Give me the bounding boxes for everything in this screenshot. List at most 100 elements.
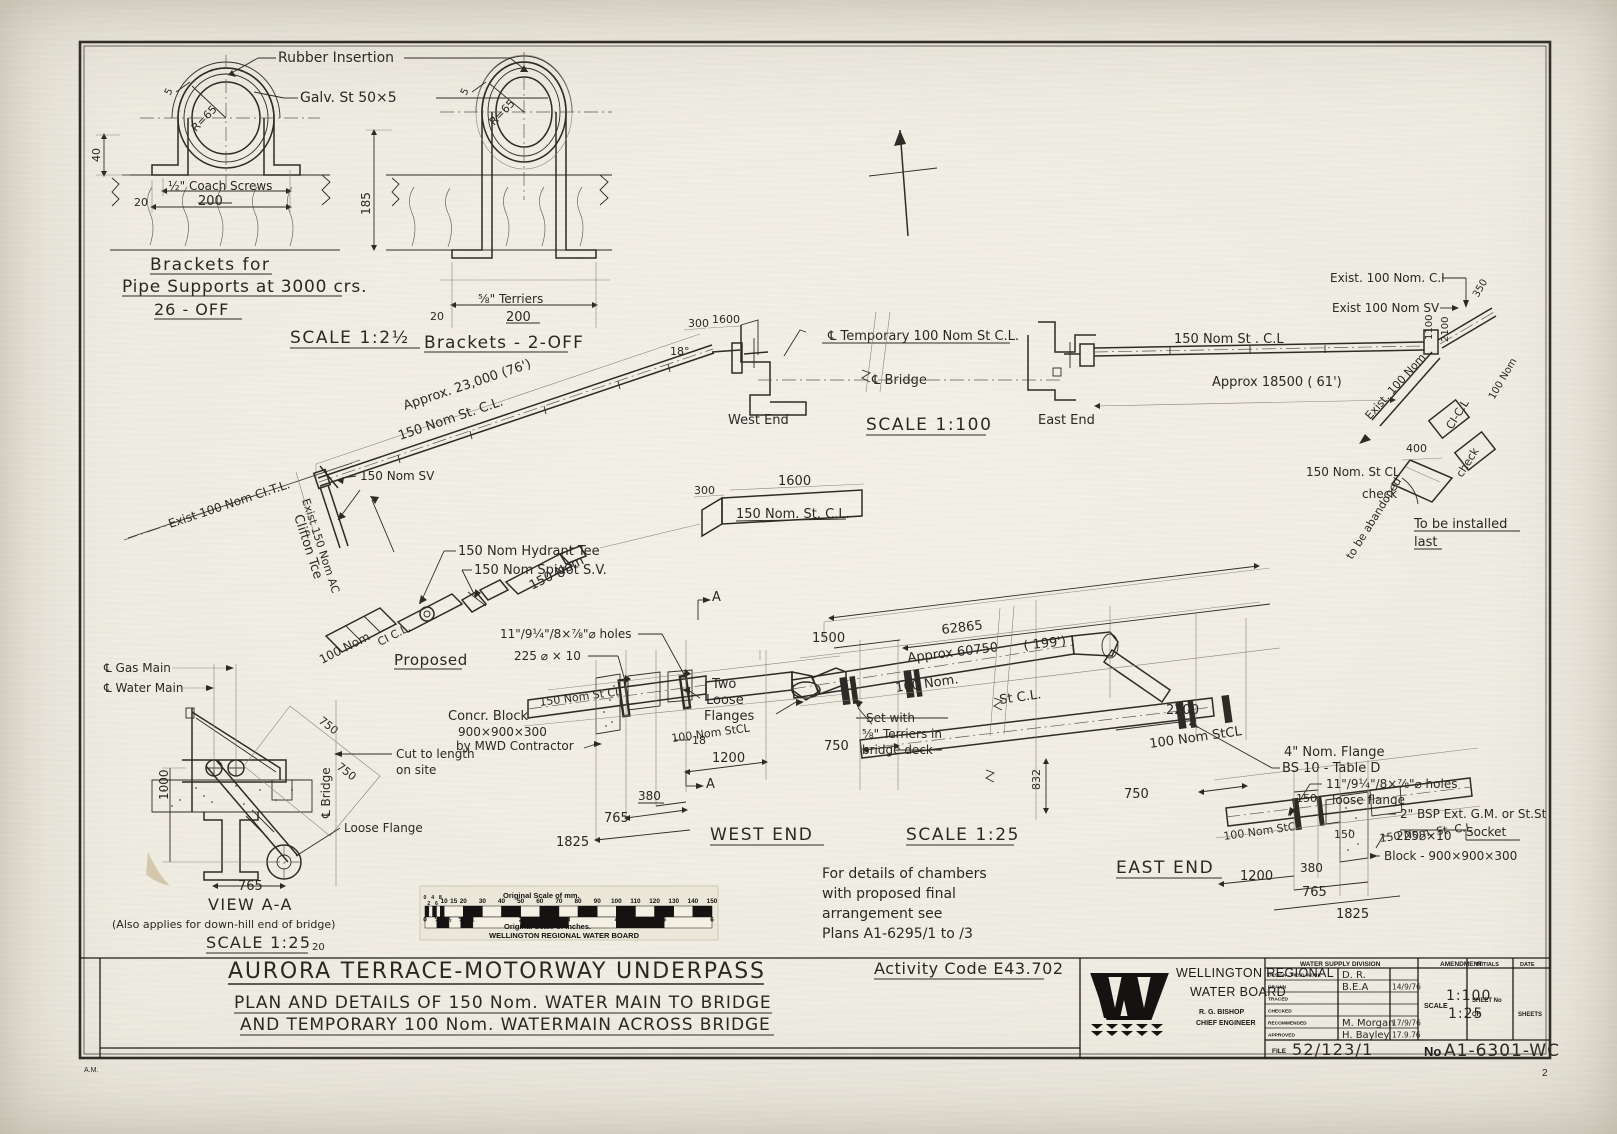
scale-tick-mm: 120 [649,898,660,905]
bracket-caption-2: Pipe Supports at 3000 crs. [122,277,367,297]
plan-bridge-break [865,311,891,393]
corner-mark-right: 2 [1542,1068,1548,1079]
scale-value-2: 1:25 [1448,1006,1483,1022]
scale-tick-inch: 6 [710,917,714,924]
we-section-a-top: A [712,590,721,605]
plan-installed-last-1: To be installed [1413,517,1507,532]
rubber-arrow-right [520,65,528,72]
ee-dim-1825-line [1273,895,1401,911]
north-arrow-cross [868,167,938,177]
coach-screws-label: ½" Coach Screws [168,179,272,193]
scale-tick-mm: 150 [707,898,718,905]
m25-scale-label: SCALE 1:25 [906,825,1020,845]
m25-set-with-3: bridge deck [862,743,933,757]
proposed-hydrant-tee-label: 150 Nom Hydrant Tee [458,544,600,559]
plan-east-100nom-text: 100 Nom [1487,357,1519,402]
north-arrow [868,129,938,237]
plan-dim-400-line [1401,457,1443,461]
ee-guide-bot [1215,805,1481,839]
ee-100-label: 100 Nom StCL [1223,819,1304,843]
scale-seg-inch [616,916,665,929]
ee-dim-150-a: 150 [1296,792,1317,805]
bracket2-thickness-leader [471,81,487,93]
plan-west-pipe-edge-a [317,344,713,479]
division-label: WATER SUPPLY DIVISION [1300,961,1381,968]
m25-dim-750l-line [863,745,899,751]
plan-west-wing-2 [783,329,807,357]
sheet-no-label: SHEET No [1472,998,1502,1004]
terriers-label: ⅝" Terriers [478,292,543,306]
scale-tick-mm: 80 [575,898,583,905]
thickness-5-text: 5 [163,87,176,98]
tb-row-label: TRACED [1268,997,1289,1003]
bracket-strap-left [151,118,189,176]
plan-east-abutment-b [1027,335,1076,401]
proposed-end-flange [558,545,588,565]
dim-185-arrow-t [371,129,377,135]
we-150-label: 150 Nom St CL [539,685,623,709]
dim-coach-arrow-r [286,188,292,194]
viewaa-water-arrow [206,685,214,691]
proposed-joint-1 [345,625,363,643]
bracket-ground-hatch [147,186,294,247]
viewaa-765-arrow-r [280,883,286,889]
drawing-title-sub2: AND TEMPORARY 100 Nom. WATERMAIN ACROSS … [240,1015,771,1035]
tb-row-value: M. Morgan [1342,1018,1394,1029]
viewaa-pipe-joint2 [251,809,275,833]
ee-flange-1-label: 4" Nom. Flange [1284,745,1385,760]
spool-dim-1600-line [729,483,865,491]
date-label: DATE [1520,962,1535,968]
plan-east-chamber-box [1390,459,1454,503]
dim-20-right-text: 20 [430,310,444,323]
we-concr-3: by MWD Contractor [456,739,574,753]
east-end-detail-group: 150 Nom. St. C.L 100 Nom StCL 150 150 [1116,718,1547,922]
viewaa-gas-arrow [226,665,234,671]
wrwb-logo [1090,973,1169,1036]
proposed-sv-leader-d [461,569,477,599]
spool-detail-group: 300 1600 150 Nom. St. C.L. [693,474,865,538]
viewaa-loose-flange: Loose Flange [344,821,423,835]
scale-value-1: 1:100 [1446,988,1491,1004]
we-two-loose-2: Loose [706,693,744,708]
plan-installed-last-2: last [1414,535,1437,550]
plan-bridge-break-zig [861,369,872,383]
viewaa-dim-750b: 750 [334,760,359,783]
we-1200-arrow-l [684,769,690,775]
ee-flange-1 [1292,797,1302,831]
plan-proposed-leader [371,499,395,553]
we-concr-arrow [594,741,602,747]
m25-dim-62865: 62865 [941,618,984,638]
viewaa-scale-suffix: 20 [312,942,325,953]
tb-row-date: 17/9/76 [1392,1019,1421,1028]
scale-seg-mm [558,905,579,918]
scale-tick-inch: 3 [567,917,571,924]
spool-body [721,489,863,525]
plan-dim-1600-line [707,325,741,329]
proposed-detail-group: 150 Nom Hydrant Tee 150 Nom Spigot S.V. … [317,523,701,670]
viewaa-scale: SCALE 1:25 [206,933,311,952]
activity-code: Activity Code E43.702 [874,959,1064,978]
viewaa-bridge-cl: ℄ Bridge [319,767,333,819]
plan-proposed-arrow [370,496,379,504]
ee-dim-765-line [1293,881,1369,891]
viewaa-ibeam [203,812,259,881]
wrwb-logo-w [1093,975,1166,1018]
proposed-spigot-sv-label: 150 Nom Spigot S.V. [474,563,607,578]
m25-750m-arrow-r [1242,783,1248,789]
radius-65-leader [191,85,227,119]
ee-bsp-2: Socket [1466,825,1506,839]
we-two-loose-3: Flanges [704,709,755,724]
scale-tick-mm: 6 [435,901,438,907]
m25-approx-60750: Approx 60750 [907,640,999,666]
scale-seg-mm [501,905,521,918]
ee-guide-top [1213,747,1479,781]
we-dim-380: 380 [638,789,661,803]
we-plate-arrow [624,675,631,684]
viewaa-cut-2: on site [396,763,436,777]
plan-dim-1600-text: 1600 [712,313,740,326]
